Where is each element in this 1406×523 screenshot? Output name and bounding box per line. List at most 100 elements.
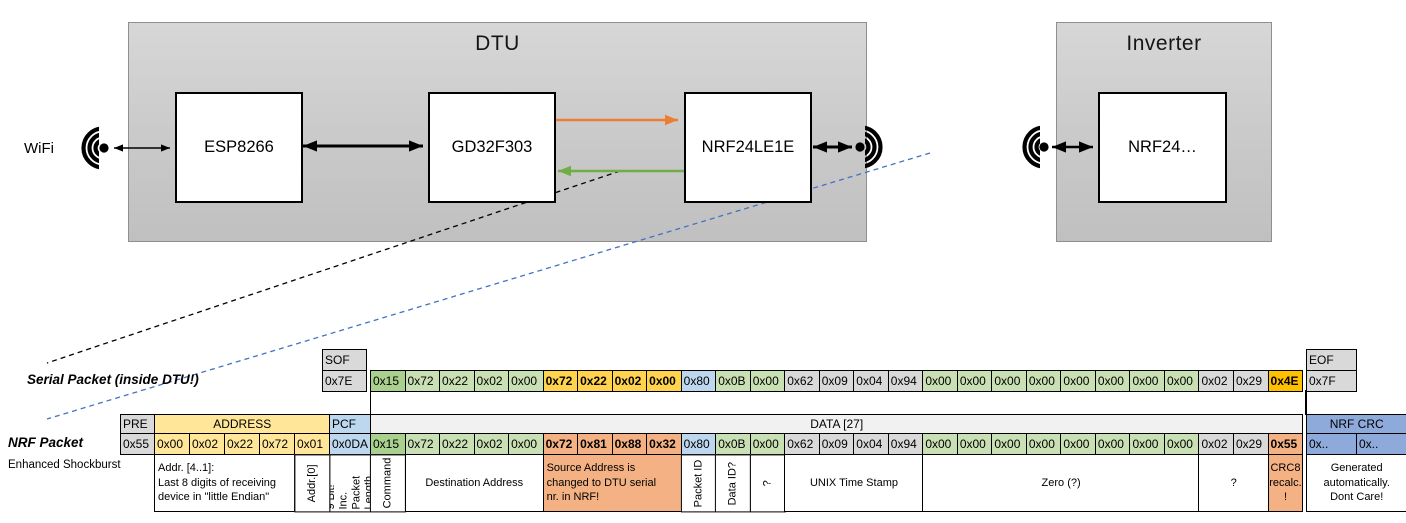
byte-cell: 0x04 — [853, 433, 890, 456]
table-connector-left — [369, 390, 372, 415]
annotation-cell: Destination Address — [404, 453, 544, 512]
address-byte-cell: 0x72 — [259, 433, 296, 456]
address-byte-cell: 0x22 — [224, 433, 261, 456]
byte-cell: 0x00 — [991, 433, 1028, 456]
byte-cell: 0x0B — [715, 370, 752, 393]
pcf-value-cell: 0x0DA — [329, 433, 372, 456]
annotation-cell: CRC8 recalc. ! — [1267, 453, 1304, 512]
byte-cell: 0x15 — [370, 370, 406, 393]
byte-cell: 0x62 — [784, 370, 821, 393]
annotation-cell: Source Address is changed to DTU serial … — [542, 453, 683, 512]
wifi-icon — [81, 126, 109, 170]
byte-cell: 0x00 — [1060, 433, 1097, 456]
byte-cell: 0x00 — [1094, 433, 1131, 456]
byte-cell: 0x00 — [1129, 433, 1166, 456]
byte-cell: 0x22 — [577, 370, 614, 393]
byte-cell: 0x00 — [956, 433, 993, 456]
byte-cell: 0x81 — [577, 433, 614, 456]
byte-cell: 0x72 — [542, 370, 579, 393]
address-header-cell: ADDRESS — [154, 414, 331, 436]
chip-gd32f303: GD32F303 — [428, 92, 556, 203]
annotation-cell: Addr.[0] — [294, 453, 331, 512]
table-connector-right — [1305, 390, 1307, 415]
annotation-cell: 9 Bit! Inc. Packet Length — [329, 453, 372, 512]
byte-cell: 0x02 — [473, 370, 510, 393]
byte-cell: 0x88 — [611, 433, 648, 456]
byte-cell: 0x94 — [887, 433, 924, 456]
annotation-cell: ? — [1198, 453, 1269, 512]
byte-cell: 0x62 — [784, 433, 821, 456]
byte-cell: 0x00 — [1025, 370, 1062, 393]
address-byte-cell: 0x01 — [294, 433, 331, 456]
byte-cell: 0x72 — [542, 433, 579, 456]
byte-cell: 0x00 — [749, 370, 786, 393]
byte-cell: 0x22 — [439, 433, 475, 456]
inverter-group: Inverter — [1056, 22, 1272, 242]
nrf-crc-header-cell: NRF CRC — [1306, 414, 1406, 436]
byte-cell: 0x00 — [749, 433, 786, 456]
serial-packet-label: Serial Packet (inside DTU!) — [27, 372, 199, 387]
byte-cell: 0x00 — [646, 370, 683, 393]
byte-cell: 0x00 — [508, 433, 544, 456]
annotation-cell: Addr. [4..1]: Last 8 digits of receiving… — [154, 453, 296, 512]
chip-nrf24le1e: NRF24LE1E — [684, 92, 812, 203]
byte-cell: 0x00 — [1163, 370, 1200, 393]
byte-cell: 0x09 — [818, 370, 855, 393]
byte-cell: 0x00 — [1025, 433, 1062, 456]
wifi-icon — [1022, 125, 1049, 169]
annotation-cell: Generated automatically. Dont Care! — [1306, 453, 1406, 512]
byte-cell: 0x72 — [404, 433, 441, 456]
wifi-icon — [855, 125, 883, 169]
byte-cell: 0x00 — [1163, 433, 1200, 456]
byte-cell: 0x55 — [1267, 433, 1304, 456]
byte-cell: 0x80 — [680, 370, 717, 393]
address-byte-cell: 0x00 — [154, 433, 191, 456]
nrf-packet-label: NRF Packet — [8, 435, 84, 450]
byte-cell: 0x00 — [1094, 370, 1131, 393]
annotation-cell: Zero (?) — [922, 453, 1200, 512]
byte-cell: 0x09 — [818, 433, 855, 456]
byte-cell: 0x00 — [991, 370, 1028, 393]
chip-gd32f303-label: GD32F303 — [451, 138, 533, 156]
annotation-cell: Packet ID — [680, 453, 717, 512]
byte-cell: 0x72 — [404, 370, 441, 393]
byte-cell: 0x80 — [680, 433, 717, 456]
chip-nrf24le1e-label: NRF24LE1E — [701, 138, 795, 156]
byte-cell: 0x94 — [887, 370, 924, 393]
byte-cell: 0x00 — [922, 370, 959, 393]
enhanced-shockburst-label: Enhanced Shockburst — [8, 459, 121, 471]
byte-cell: 0x02 — [1198, 433, 1235, 456]
serial-packet-leader-line — [46, 170, 621, 364]
annotation-cell: ? — [749, 453, 786, 512]
inverter-title: Inverter — [1126, 32, 1202, 55]
byte-cell: 0x0B — [715, 433, 752, 456]
byte-cell: 0x04 — [853, 370, 890, 393]
sof-value-cell: 0x7E — [322, 370, 368, 393]
byte-cell: 0x02 — [473, 433, 510, 456]
sof-header-cell: SOF — [322, 349, 368, 372]
byte-cell: 0x02 — [1198, 370, 1235, 393]
pre-value-cell: 0x55 — [120, 433, 156, 456]
crc-byte-cell: 0x.. — [1356, 433, 1406, 456]
byte-cell: 0x15 — [370, 433, 406, 456]
byte-cell: 0x32 — [646, 433, 683, 456]
wifi-label: WiFi — [24, 140, 54, 157]
dtu-title: DTU — [475, 32, 520, 55]
annotation-cell: Data ID? — [715, 453, 752, 512]
chip-esp8266-label: ESP8266 — [204, 138, 274, 156]
byte-cell: 0x02 — [611, 370, 648, 393]
byte-cell: 0x29 — [1233, 370, 1269, 393]
byte-cell: 0x00 — [956, 370, 993, 393]
chip-inverter-nrf24-label: NRF24… — [1128, 138, 1197, 156]
byte-cell: 0x00 — [1060, 370, 1097, 393]
byte-cell: 0x22 — [439, 370, 475, 393]
byte-cell: 0x00 — [1129, 370, 1166, 393]
address-byte-cell: 0x02 — [189, 433, 226, 456]
byte-cell: 0x4E — [1267, 370, 1304, 393]
eof-value-cell: 0x7F — [1306, 370, 1358, 393]
eof-header-cell: EOF — [1306, 349, 1358, 372]
byte-cell: 0x00 — [922, 433, 959, 456]
byte-cell: 0x00 — [508, 370, 544, 393]
annotation-cell: Command — [370, 453, 406, 512]
